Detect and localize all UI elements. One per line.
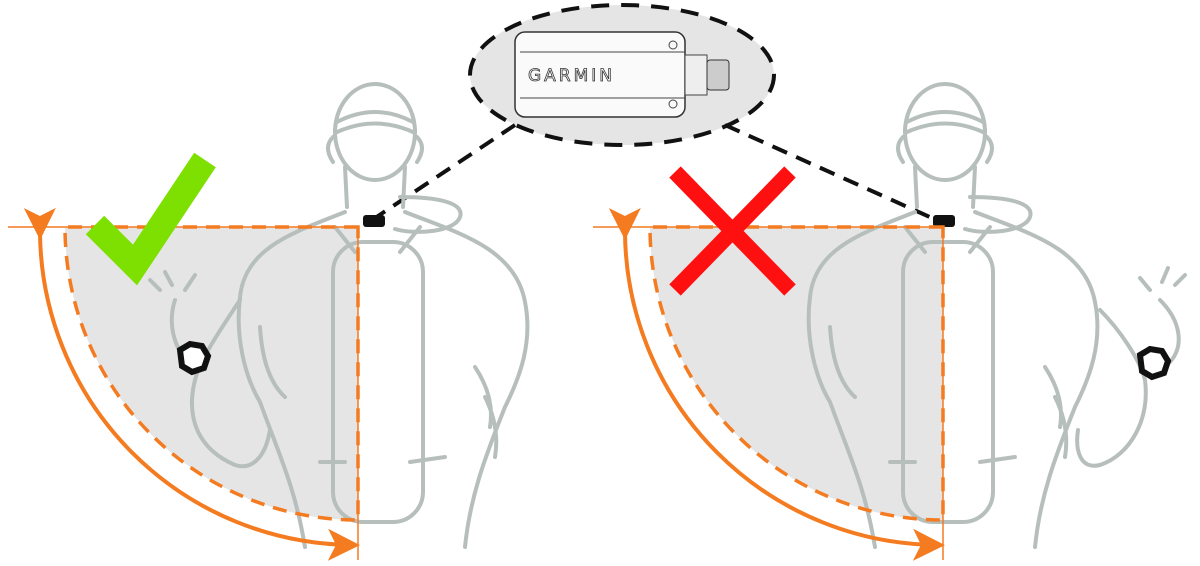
correct-placement — [8, 82, 530, 561]
range-arrow — [608, 207, 945, 561]
check-icon — [85, 152, 216, 286]
garmin-transmitter: GARMIN — [514, 31, 730, 118]
garmin-logo: GARMIN — [528, 66, 615, 86]
dive-watch-icon — [1136, 345, 1172, 381]
x-icon — [669, 166, 796, 296]
transmitter-callout: GARMIN — [373, 3, 933, 220]
dive-watch-icon — [176, 340, 212, 376]
incorrect-placement — [593, 82, 1187, 561]
range-arrow — [23, 207, 360, 561]
